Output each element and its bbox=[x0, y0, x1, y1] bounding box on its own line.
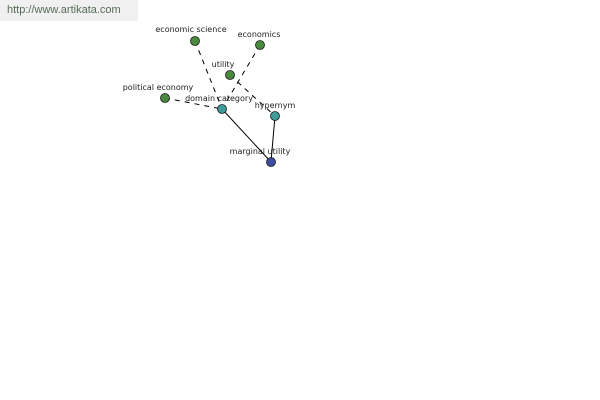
graph-nodes: economic science economics utility politica… bbox=[123, 25, 296, 167]
node-marginal-utility[interactable] bbox=[266, 157, 276, 167]
node-economics[interactable] bbox=[255, 40, 265, 50]
graph-edges bbox=[164, 40, 276, 163]
node-hypernym[interactable] bbox=[270, 111, 280, 121]
node-political-economy[interactable] bbox=[160, 93, 170, 103]
node-label-economic-science: economic science bbox=[155, 25, 226, 34]
node-label-marginal-utility: marginal utility bbox=[230, 147, 291, 156]
node-label-economics: economics bbox=[238, 30, 281, 39]
edge-economics-to-domain-category bbox=[221, 44, 261, 110]
node-label-domain-category: domain category bbox=[185, 94, 253, 103]
edge-utility-to-hypernym bbox=[229, 74, 276, 117]
node-domain-category[interactable] bbox=[217, 104, 227, 114]
edge-economic-science-to-domain-category bbox=[194, 40, 223, 110]
node-label-hypernym: hypernym bbox=[255, 101, 296, 110]
node-economic-science[interactable] bbox=[190, 36, 200, 46]
site-url-watermark: http://www.artikata.com bbox=[0, 0, 138, 21]
node-utility[interactable] bbox=[225, 70, 235, 80]
edge-domain-category-to-marginal-utility bbox=[221, 108, 272, 163]
edge-hypernym-to-marginal-utility bbox=[270, 115, 276, 163]
node-label-political-economy: political economy bbox=[123, 83, 194, 92]
node-label-utility: utility bbox=[212, 60, 235, 69]
